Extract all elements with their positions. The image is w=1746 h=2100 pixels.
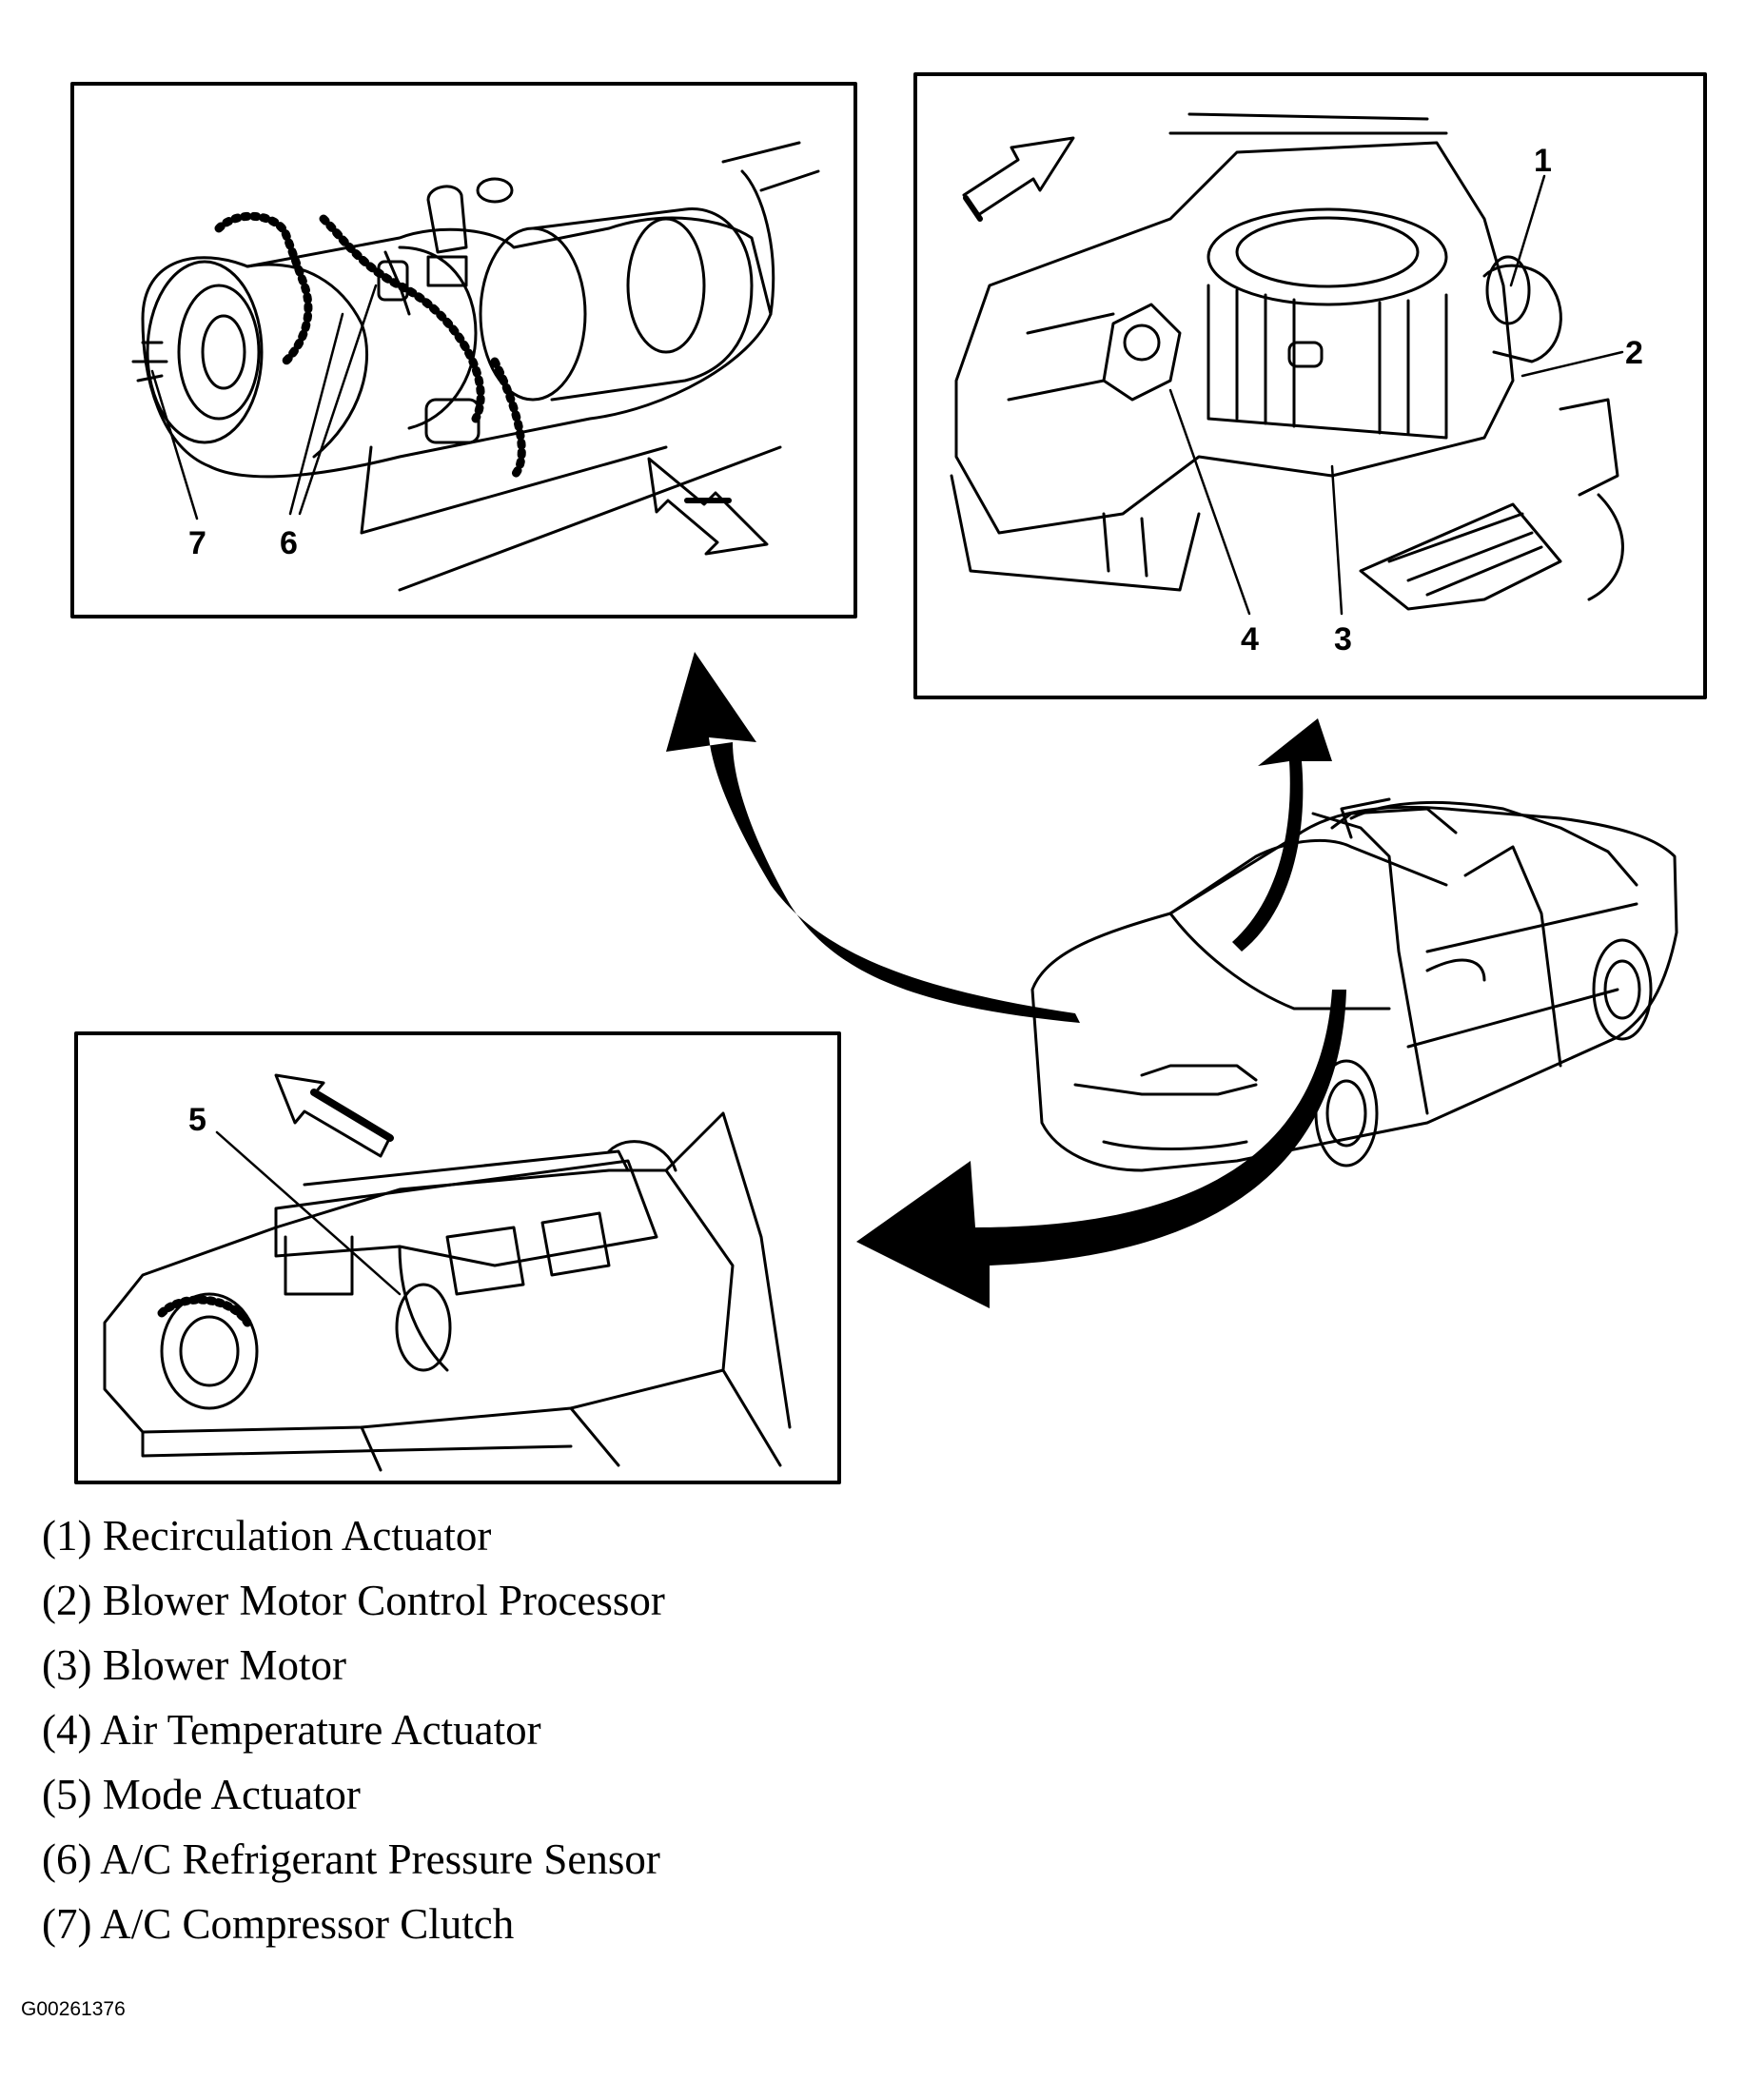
callout-labels: 1 2 3 4 5 6 7 <box>188 143 1643 1138</box>
component-legend: (1) Recirculation Actuator (2) Blower Mo… <box>42 1503 1184 1956</box>
callout-3: 3 <box>1334 621 1352 657</box>
leader-lines-panel-b <box>1168 174 1624 616</box>
legend-item-blower-motor: (3) Blower Motor <box>42 1641 346 1689</box>
callout-1: 1 <box>1534 143 1552 179</box>
pointer-arrow-to-compressor <box>666 652 1080 1023</box>
pointer-arrow-to-blower <box>1232 718 1332 952</box>
panel-compressor-view <box>70 82 857 618</box>
legend-item-refrigerant-pressure-sensor: (6) A/C Refrigerant Pressure Sensor <box>42 1835 660 1883</box>
direction-arrow <box>962 136 1075 217</box>
leader-lines-panel-c <box>215 1130 402 1296</box>
compressor-illustration <box>131 141 820 592</box>
legend-item-mode-actuator: (5) Mode Actuator <box>42 1771 361 1818</box>
panel-blower-view <box>913 72 1707 699</box>
callout-7: 7 <box>188 525 206 561</box>
callout-2: 2 <box>1625 335 1643 371</box>
direction-arrow <box>274 1073 392 1158</box>
pointer-arrow-to-mode-actuator <box>856 990 1346 1308</box>
leader-lines-panel-a <box>150 284 378 520</box>
component-locator-diagram: 1 2 3 4 5 6 7 <box>70 72 1707 1484</box>
figure-id: G00261376 <box>21 1998 126 2020</box>
panel-mode-actuator-view <box>74 1031 841 1484</box>
legend-item-air-temperature-actuator: (4) Air Temperature Actuator <box>42 1706 541 1754</box>
callout-6: 6 <box>280 525 298 561</box>
pointer-arrows <box>666 652 1346 1308</box>
callout-4: 4 <box>1241 621 1259 657</box>
legend-item-recirculation-actuator: (1) Recirculation Actuator <box>42 1512 492 1560</box>
callout-5: 5 <box>188 1102 206 1138</box>
legend-item-compressor-clutch: (7) A/C Compressor Clutch <box>42 1900 515 1948</box>
vehicle-illustration <box>1030 797 1678 1172</box>
hvac-blower-illustration <box>950 112 1624 611</box>
legend-item-blower-motor-control-processor: (2) Blower Motor Control Processor <box>42 1577 665 1624</box>
hvac-module-illustration <box>103 1111 792 1472</box>
